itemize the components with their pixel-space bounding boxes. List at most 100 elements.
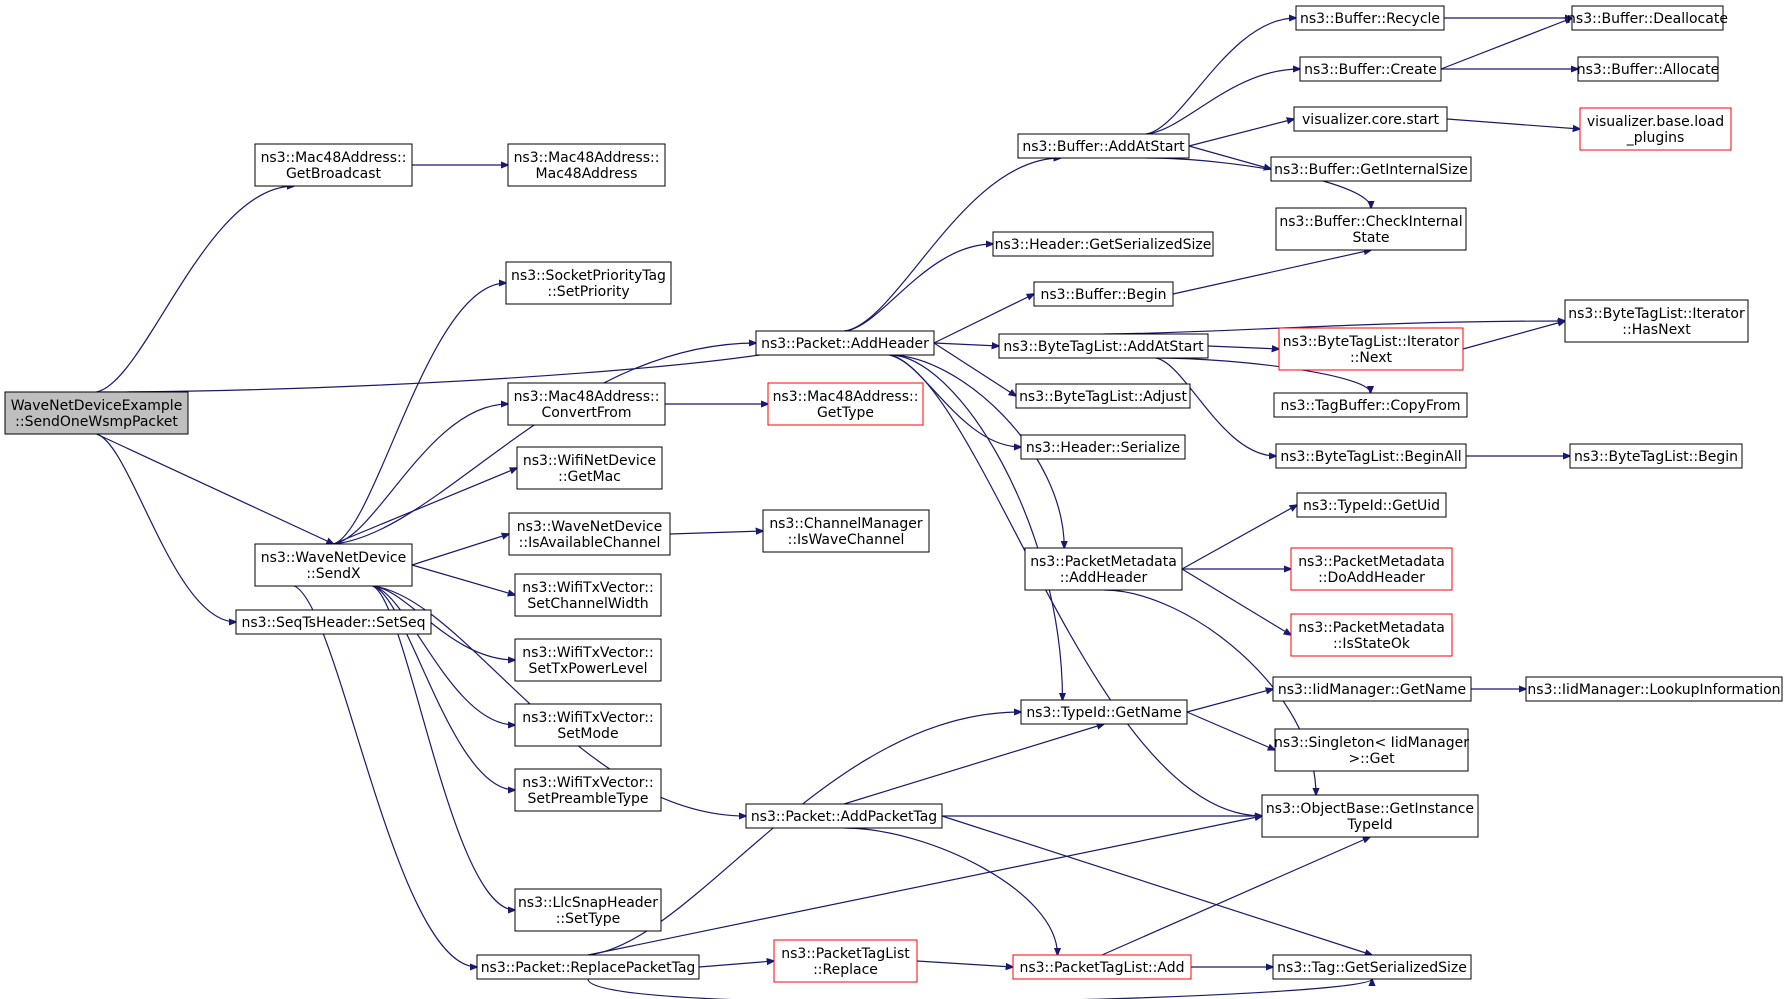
function-node-btlitnext[interactable]: ns3::ByteTagList::Iterator::Next: [1278, 327, 1464, 371]
function-node-setpriority[interactable]: ns3::SocketPriorityTag::SetPriority: [505, 261, 672, 305]
function-node-addheader[interactable]: ns3::Packet::AddHeader: [755, 330, 935, 356]
function-node-bufaddatstart[interactable]: ns3::Buffer::AddAtStart: [1017, 133, 1190, 159]
call-edge-sendx-to-settxpl: [372, 585, 515, 660]
node-box: [254, 143, 413, 187]
node-label-line: ::IsStateOk: [1333, 636, 1411, 652]
function-node-setpre[interactable]: ns3::WifiTxVector::SetPreambleType: [514, 768, 662, 812]
node-label-line: ns3::Buffer::Recycle: [1300, 11, 1440, 27]
function-node-iswave[interactable]: ns3::ChannelManager::IsWaveChannel: [762, 509, 930, 553]
function-node-bufdealloc[interactable]: ns3::Buffer::Deallocate: [1567, 5, 1728, 31]
call-edge-sendx-to-addheader: [333, 343, 757, 545]
function-node-pmdoaddheader[interactable]: ns3::PacketMetadata::DoAddHeader: [1290, 547, 1453, 591]
call-edge-typeidgetname-to-iidgetname: [1186, 689, 1273, 713]
function-node-btlbegin[interactable]: ns3::ByteTagList::Begin: [1569, 443, 1743, 469]
function-node-btladjust[interactable]: ns3::ByteTagList::Adjust: [1015, 383, 1191, 409]
function-node-getmac[interactable]: ns3::WifiNetDevice::GetMac: [516, 446, 663, 490]
function-node-setseq[interactable]: ns3::SeqTsHeader::SetSeq: [235, 609, 432, 635]
node-box: [516, 446, 663, 490]
node-label-line: ns3::Mac48Address::: [514, 389, 660, 405]
function-node-replacepkttag[interactable]: ns3::Packet::ReplacePacketTag: [476, 954, 700, 980]
function-node-settxpl[interactable]: ns3::WifiTxVector::SetTxPowerLevel: [514, 638, 662, 682]
node-label-line: ns3::Mac48Address::: [773, 389, 919, 405]
function-node-ptlreplace[interactable]: ns3::PacketTagList::Replace: [773, 939, 918, 983]
node-label-line: ns3::PacketMetadata: [1298, 620, 1445, 636]
function-node-bufalloc[interactable]: ns3::Buffer::Allocate: [1577, 56, 1720, 82]
call-edge-btlitnext-to-btlithasnext: [1462, 321, 1565, 350]
function-node-sendx[interactable]: ns3::WaveNetDevice::SendX: [254, 543, 413, 587]
call-edge-bufcreate-to-bufdealloc: [1440, 18, 1572, 70]
function-node-vizstart[interactable]: visualizer.core.start: [1293, 106, 1448, 132]
function-node-bufrecycle[interactable]: ns3::Buffer::Recycle: [1295, 5, 1445, 31]
node-label-line: ns3::Header::GetSerializedSize: [995, 237, 1212, 253]
node-label-line: ns3::SocketPriorityTag: [511, 268, 666, 284]
node-box: [514, 768, 662, 812]
function-node-hdrgetsersize[interactable]: ns3::Header::GetSerializedSize: [992, 231, 1214, 257]
function-node-pmaddheader[interactable]: ns3::PacketMetadata::AddHeader: [1024, 547, 1183, 591]
function-node-iidlookup[interactable]: ns3::IidManager::LookupInformation: [1525, 676, 1783, 702]
function-node-hdrserialize[interactable]: ns3::Header::Serialize: [1020, 434, 1186, 460]
function-node-btladdatstart[interactable]: ns3::ByteTagList::AddAtStart: [998, 333, 1209, 359]
function-node-setmode[interactable]: ns3::WifiTxVector::SetMode: [514, 703, 662, 747]
function-node-mac48ctor[interactable]: ns3::Mac48Address::Mac48Address: [507, 143, 666, 187]
function-node-btlbeginall[interactable]: ns3::ByteTagList::BeginAll: [1275, 443, 1467, 469]
function-node-typeidgetname[interactable]: ns3::TypeId::GetName: [1020, 699, 1188, 725]
node-label-line: ::SendOneWsmpPacket: [15, 414, 178, 430]
call-edge-addheader-to-pmaddheader: [889, 354, 1065, 548]
function-node-isavail[interactable]: ns3::WaveNetDevice::IsAvailableChannel: [508, 512, 671, 556]
call-edge-addpkttag-to-typeidgetname: [843, 724, 1104, 805]
call-edge-addheader-to-bufaddatstart: [844, 158, 1061, 332]
node-label-line: ns3::WifiTxVector::: [522, 645, 653, 661]
function-node-ptladd[interactable]: ns3::PacketTagList::Add: [1012, 954, 1192, 980]
call-edge-pmaddheader-to-pmisstateok: [1181, 568, 1291, 635]
node-label-line: >::Get: [1348, 751, 1395, 767]
call-edge-root-to-setseq: [96, 433, 237, 622]
function-node-bufcreate[interactable]: ns3::Buffer::Create: [1299, 56, 1442, 82]
node-label-line: ns3::ObjectBase::GetInstance: [1266, 801, 1474, 817]
function-node-bufbegin[interactable]: ns3::Buffer::Begin: [1033, 281, 1174, 307]
node-label-line: ns3::Packet::AddPacketTag: [751, 809, 937, 825]
node-box: [1296, 492, 1447, 518]
node-box: [1579, 107, 1732, 151]
function-node-convertfrom[interactable]: ns3::Mac48Address::ConvertFrom: [507, 382, 666, 426]
node-label-line: ns3::Buffer::Deallocate: [1567, 11, 1728, 27]
function-node-taggetsersize[interactable]: ns3::Tag::GetSerializedSize: [1272, 954, 1472, 980]
node-label-line: ns3::Mac48Address::: [261, 150, 407, 166]
node-box: [745, 803, 943, 829]
function-node-mac48gettype[interactable]: ns3::Mac48Address::GetType: [767, 382, 924, 426]
function-node-bufgetintsize[interactable]: ns3::Buffer::GetInternalSize: [1270, 156, 1472, 182]
call-edge-bufaddatstart-to-vizstart: [1188, 119, 1294, 147]
function-node-singletonget[interactable]: ns3::Singleton< IidManager>::Get: [1274, 728, 1469, 772]
node-label-line: Mac48Address: [536, 166, 638, 182]
node-label-line: ::DoAddHeader: [1318, 570, 1425, 586]
call-edge-sendx-to-getmac: [333, 468, 518, 545]
function-node-typeidgetuid[interactable]: ns3::TypeId::GetUid: [1296, 492, 1447, 518]
function-node-llcsettype[interactable]: ns3::LlcSnapHeader::SetType: [514, 888, 662, 932]
node-label-line: ns3::ByteTagList::AddAtStart: [1003, 339, 1204, 355]
node-box: [1020, 434, 1186, 460]
node-label-line: ns3::TagBuffer::CopyFrom: [1280, 398, 1460, 414]
node-box: [998, 333, 1209, 359]
function-node-tagbufcopyfrom[interactable]: ns3::TagBuffer::CopyFrom: [1273, 392, 1468, 418]
function-node-getbroadcast[interactable]: ns3::Mac48Address::GetBroadcast: [254, 143, 413, 187]
call-edge-addheader-to-objgetinsttid: [889, 354, 1263, 816]
function-node-addpkttag[interactable]: ns3::Packet::AddPacketTag: [745, 803, 943, 829]
node-label-line: _plugins: [1626, 130, 1685, 146]
function-node-root[interactable]: WaveNetDeviceExample::SendOneWsmpPacket: [4, 391, 189, 435]
node-box: [1272, 954, 1472, 980]
call-edge-replacepkttag-to-typeidgetname: [587, 712, 1021, 956]
function-node-iidgetname[interactable]: ns3::IidManager::GetName: [1272, 676, 1472, 702]
function-node-setchw[interactable]: ns3::WifiTxVector::SetChannelWidth: [514, 573, 662, 617]
function-node-pmisstateok[interactable]: ns3::PacketMetadata::IsStateOk: [1290, 613, 1453, 657]
call-edge-vizstart-to-vizload: [1446, 118, 1580, 129]
node-label-line: ::Replace: [813, 962, 878, 978]
function-node-vizload[interactable]: visualizer.base.load_plugins: [1579, 107, 1732, 151]
node-box: [1564, 299, 1749, 343]
call-edge-btladdatstart-to-btlitnext: [1207, 346, 1279, 349]
node-box: [1299, 56, 1442, 82]
function-node-btlithasnext[interactable]: ns3::ByteTagList::Iterator::HasNext: [1564, 299, 1749, 343]
node-label-line: visualizer.core.start: [1302, 112, 1439, 128]
node-box: [505, 261, 672, 305]
node-box: [1569, 443, 1743, 469]
